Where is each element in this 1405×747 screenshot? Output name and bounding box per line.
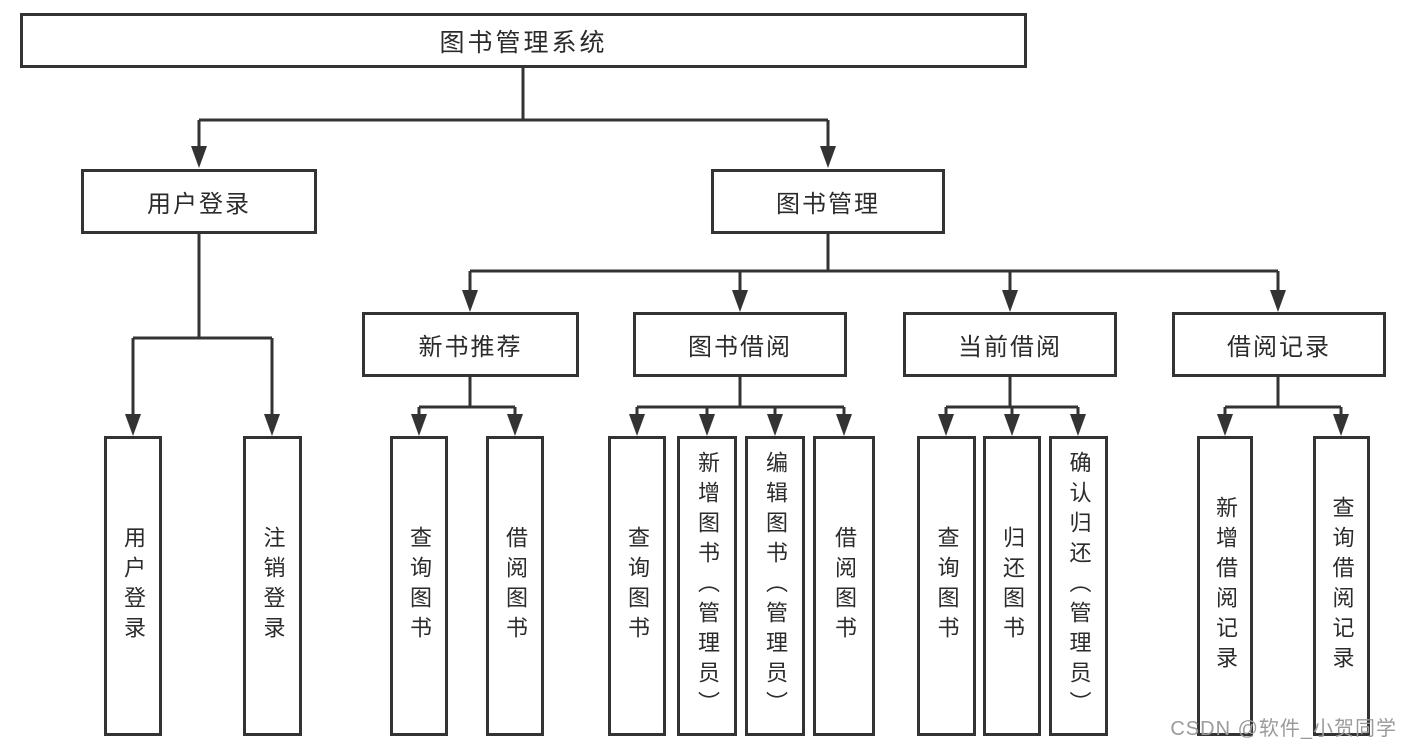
node-current-borrowing: 当前借阅 [903, 312, 1117, 377]
leaf-add-books-admin: 新增图书（管理员） [677, 436, 737, 736]
node-label: 借阅记录 [1227, 334, 1331, 361]
node-label: 查询图书 [934, 526, 960, 646]
leaf-add-borrow-record: 新增借阅记录 [1197, 436, 1253, 736]
node-label: 图书借阅 [688, 334, 792, 361]
node-label: 查询图书 [625, 526, 650, 646]
node-label: 查询借阅记录 [1329, 496, 1355, 676]
node-label: 图书管理 [776, 191, 880, 218]
leaf-borrow-books-recommend: 借阅图书 [486, 436, 544, 736]
node-book-management: 图书管理 [711, 169, 945, 234]
node-label: 新书推荐 [418, 334, 523, 361]
node-label: 注销登录 [260, 526, 286, 646]
node-label: 新增借阅记录 [1213, 496, 1238, 676]
leaf-query-borrow-record: 查询借阅记录 [1313, 436, 1370, 736]
node-label: 当前借阅 [958, 334, 1062, 361]
arrowheads [125, 146, 1349, 436]
node-book-borrowing: 图书借阅 [633, 312, 847, 377]
node-label: 借阅图书 [832, 526, 857, 646]
node-label: 借阅图书 [503, 526, 528, 646]
node-label: 归还图书 [1000, 526, 1025, 646]
node-label: 查询图书 [407, 526, 432, 646]
node-user-login: 用户登录 [81, 169, 317, 234]
leaf-edit-books-admin: 编辑图书（管理员） [745, 436, 805, 736]
leaf-query-books-recommend: 查询图书 [390, 436, 448, 736]
leaf-query-books-borrowing: 查询图书 [608, 436, 666, 736]
leaf-borrow-books-borrowing: 借阅图书 [813, 436, 875, 736]
node-library-management-system: 图书管理系统 [20, 13, 1027, 68]
node-label: 确认归还（管理员） [1066, 451, 1092, 721]
node-new-book-recommendation: 新书推荐 [362, 312, 579, 377]
leaf-logout: 注销登录 [243, 436, 302, 736]
leaf-return-books: 归还图书 [983, 436, 1041, 736]
leaf-user-login: 用户登录 [104, 436, 162, 736]
leaf-query-books-current: 查询图书 [917, 436, 976, 736]
node-borrowing-records: 借阅记录 [1172, 312, 1386, 377]
node-label: 用户登录 [147, 191, 251, 218]
node-label: 编辑图书（管理员） [763, 451, 788, 721]
node-label: 新增图书（管理员） [695, 451, 720, 721]
node-label: 用户登录 [121, 526, 146, 646]
csdn-watermark: CSDN @软件_小贺同学 [1170, 718, 1397, 740]
node-label: 图书管理系统 [439, 28, 608, 57]
leaf-confirm-return-admin: 确认归还（管理员） [1049, 436, 1108, 736]
